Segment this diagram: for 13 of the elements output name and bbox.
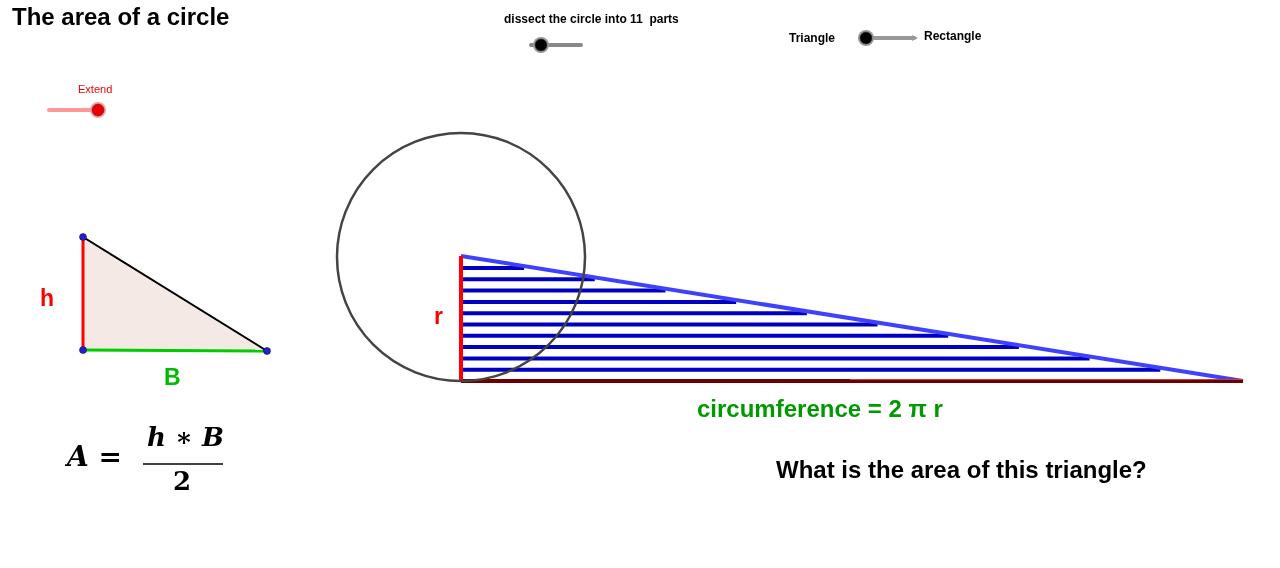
option-label: Triangle — [789, 32, 835, 46]
length-label: circumference = 2 π r — [697, 395, 943, 423]
slider-label: dissect the circle into 11 parts — [504, 13, 679, 27]
radius-label: r — [434, 303, 443, 330]
side-label: h — [40, 285, 55, 312]
option-label: Rectangle — [924, 30, 982, 44]
formula-text: A = — [67, 441, 122, 474]
formula-numerator: h ∗ B — [147, 423, 224, 453]
side-label: B — [164, 364, 181, 391]
slider-label: Extend — [78, 83, 113, 96]
formula-denominator: 2 — [173, 467, 192, 497]
question-text: What is the area of this triangle? — [776, 456, 1147, 484]
title: The area of a circle — [12, 3, 230, 31]
